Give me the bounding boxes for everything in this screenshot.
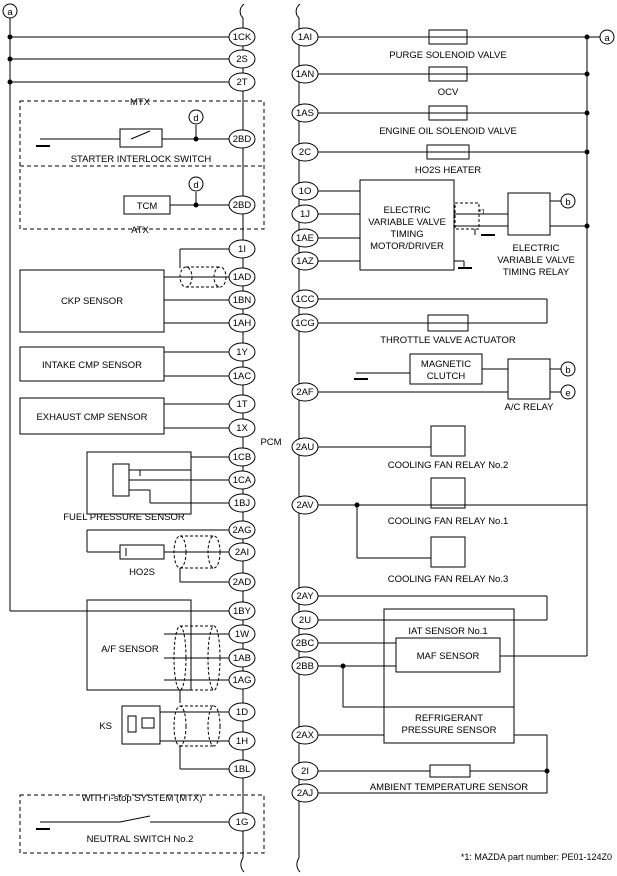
connector-b-evvt: b	[565, 197, 570, 208]
mtx-atx-box	[19, 100, 265, 230]
pin-1ag: 1AG	[232, 675, 251, 686]
pin-2bb: 2BB	[296, 661, 314, 672]
pin-1ab: 1AB	[233, 653, 251, 664]
fuel-pressure-label: FUEL PRESSURE SENSOR	[63, 512, 185, 523]
refrigerant-label-1: REFRIGERANT	[415, 713, 483, 724]
pin-1by: 1BY	[233, 606, 252, 617]
evvt-relay-label-3: TIMING RELAY	[503, 267, 570, 278]
ac-relay-label: A/C RELAY	[505, 402, 555, 413]
tcm-label: TCM	[137, 201, 158, 212]
ho2s-heater-label: HO2S HEATER	[415, 165, 481, 176]
pin-1ca: 1CA	[233, 475, 252, 486]
pin-2af: 2AF	[296, 387, 314, 398]
pin-1bl: 1BL	[234, 764, 251, 775]
pin-1bn: 1BN	[233, 295, 252, 306]
atx-label: ATX	[131, 225, 149, 236]
pin-2t: 2T	[236, 77, 247, 88]
evvt-relay-label-1: ELECTRIC	[513, 243, 560, 254]
pcm-label: PCM	[260, 437, 281, 448]
connector-d-mtx: d	[193, 113, 198, 124]
pin-2ay: 2AY	[296, 591, 314, 602]
pin-2bc: 2BC	[296, 638, 315, 649]
istop-label: WITH i-stop SYSTEM (MTX)	[82, 793, 203, 804]
mtx-label: MTX	[130, 97, 151, 108]
pin-1ai: 1AI	[298, 32, 312, 43]
pin-1x: 1X	[236, 423, 248, 434]
refrigerant-label-2: PRESSURE SENSOR	[401, 725, 496, 736]
pin-1bj: 1BJ	[234, 498, 251, 509]
pcm-body	[239, 3, 301, 873]
pin-1ah: 1AH	[233, 318, 252, 329]
pin-2i: 2I	[301, 766, 309, 777]
ocv-label: OCV	[438, 87, 459, 98]
engine-oil-label: ENGINE OIL SOLENOID VALVE	[379, 126, 517, 137]
pin-2av: 2AV	[296, 500, 314, 511]
exhaust-cmp-label: EXHAUST CMP SENSOR	[36, 412, 147, 423]
pin-1ad: 1AD	[233, 272, 252, 283]
maf-label: MAF SENSOR	[417, 651, 480, 662]
connector-a-left: a	[7, 7, 13, 18]
ckp-label: CKP SENSOR	[61, 296, 123, 307]
purge-label: PURGE SOLENOID VALVE	[389, 50, 506, 61]
connector-d-atx: d	[193, 180, 198, 191]
evvt-label-3: TIMING	[390, 229, 423, 240]
connector-e: e	[565, 388, 570, 399]
starter-interlock-label: STARTER INTERLOCK SWITCH	[71, 154, 212, 165]
pin-1ck: 1CK	[233, 32, 252, 43]
evvt-label-2: VARIABLE VALVE	[368, 217, 446, 228]
ho2s-label: HO2S	[129, 567, 155, 578]
pin-2bd-atx: 2BD	[233, 200, 252, 211]
pin-2bd-mtx: 2BD	[233, 134, 252, 145]
magnetic-clutch-label-2: CLUTCH	[427, 371, 466, 382]
pin-1ae: 1AE	[296, 233, 314, 244]
pin-1g: 1G	[236, 817, 249, 828]
cooling-fan-1-label: COOLING FAN RELAY No.1	[388, 516, 509, 527]
pin-1cc: 1CC	[295, 294, 314, 305]
pin-1o: 1O	[299, 186, 312, 197]
pin-2ax: 2AX	[296, 730, 315, 741]
pin-2s: 2S	[236, 54, 248, 65]
pin-1h: 1H	[236, 736, 248, 747]
iat-label: IAT SENSOR No.1	[408, 626, 487, 637]
connector-b-ac: b	[565, 365, 570, 376]
evvt-relay-label-2: VARIABLE VALVE	[497, 255, 575, 266]
pin-2ad: 2AD	[233, 577, 252, 588]
pin-1i: 1I	[238, 244, 246, 255]
pin-2au: 2AU	[296, 442, 315, 453]
pin-2ag: 2AG	[232, 525, 251, 536]
pin-2aj: 2AJ	[297, 788, 314, 799]
pin-1as: 1AS	[296, 108, 314, 119]
pin-2u: 2U	[299, 615, 311, 626]
pin-1ac: 1AC	[233, 371, 252, 382]
cooling-fan-2-label: COOLING FAN RELAY No.2	[388, 460, 509, 471]
ks-label: KS	[99, 721, 112, 732]
pin-2c: 2C	[299, 147, 311, 158]
neutral-switch-label: NEUTRAL SWITCH No.2	[87, 834, 194, 845]
cooling-fan-3-label: COOLING FAN RELAY No.3	[388, 574, 509, 585]
af-sensor-label: A/F SENSOR	[101, 644, 159, 655]
evvt-label-1: ELECTRIC	[384, 205, 431, 216]
star1-label: *1	[479, 209, 486, 216]
connector-a-right: a	[604, 33, 610, 44]
pin-1t: 1T	[236, 399, 247, 410]
pin-1j: 1J	[300, 209, 310, 220]
pin-1w: 1W	[235, 629, 249, 640]
pin-1az: 1AZ	[296, 256, 314, 267]
intake-cmp-label: INTAKE CMP SENSOR	[42, 360, 142, 371]
magnetic-clutch-label-1: MAGNETIC	[421, 359, 471, 370]
evvt-label-4: MOTOR/DRIVER	[370, 241, 444, 252]
ambient-temp-label: AMBIENT TEMPERATURE SENSOR	[370, 782, 528, 793]
throttle-label: THROTTLE VALVE ACTUATOR	[380, 335, 516, 346]
pin-2ai: 2AI	[235, 547, 249, 558]
pin-1an: 1AN	[296, 69, 315, 80]
pin-1cg: 1CG	[295, 318, 315, 329]
pin-1cb: 1CB	[233, 452, 251, 463]
pin-1y: 1Y	[236, 347, 248, 358]
footnote: *1: MAZDA part number: PE01-124Z0	[461, 852, 612, 862]
pin-1d: 1D	[236, 707, 248, 718]
